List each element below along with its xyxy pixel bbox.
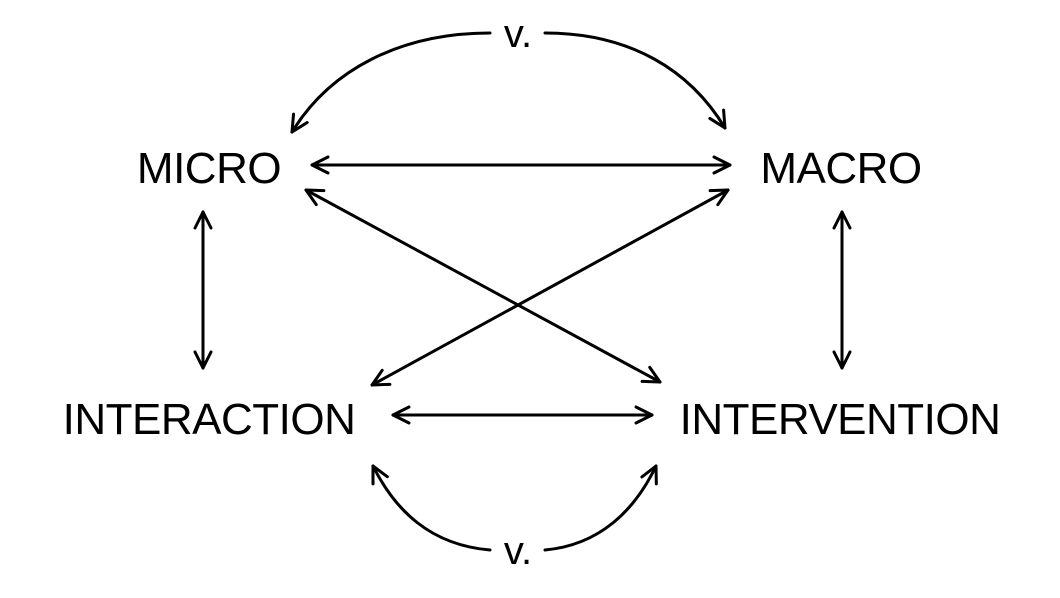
curved-arrow-bottom-right [543,464,658,552]
arrow-micro-intervention [304,188,662,384]
connector-label-top: v. [504,12,532,56]
arrow-macro-interaction [370,188,730,387]
node-micro: MICRO [137,144,281,193]
curved-arrow-top-left [290,31,492,134]
node-interaction: INTERACTION [63,395,356,444]
node-macro: MACRO [760,144,921,193]
curved-arrow-bottom-left [371,464,492,552]
curved-arrow-top-right [543,31,727,130]
connector-label-bottom: v. [504,529,532,573]
node-intervention: INTERVENTION [680,395,1001,444]
